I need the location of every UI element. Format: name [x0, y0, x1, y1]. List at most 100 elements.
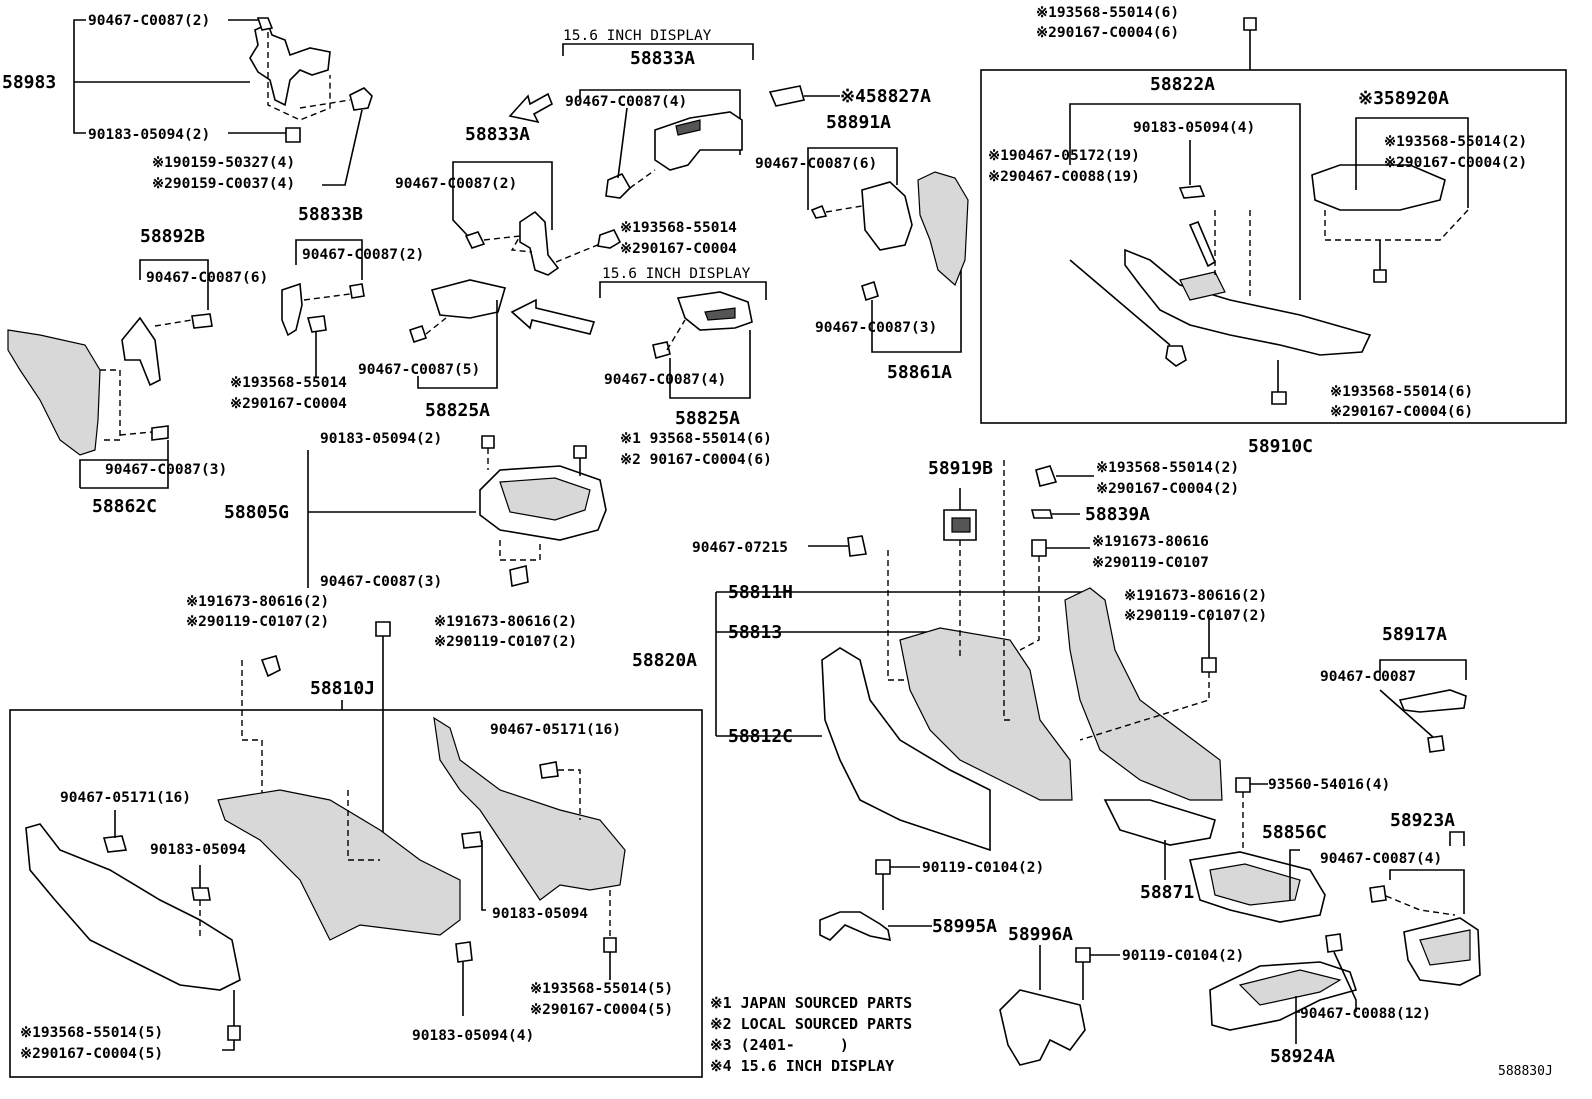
group-58917a	[1379, 659, 1467, 753]
label-58892b: 58892B	[140, 226, 205, 247]
label-90183-05094-b: 90183-05094	[492, 906, 588, 922]
label-93568-55014-5-a: ※193568-55014(5)	[530, 981, 673, 997]
label-58910c: 58910C	[1248, 436, 1313, 457]
label-90119-c0104-2-b: 90119-C0104(2)	[1122, 948, 1244, 964]
label-93568-55014-2-b: ※193568-55014(2)	[1096, 460, 1239, 476]
label-58833b: 58833B	[298, 204, 363, 225]
box-58810j	[9, 709, 703, 1078]
label-90467-c0087-3-c: 90467-C0087(3)	[320, 574, 442, 590]
group-58892b-58862c	[7, 259, 213, 489]
label-58920a: ※358920A	[1358, 88, 1449, 109]
label-58833a-mid: 58833A	[465, 124, 530, 145]
label-90467-05171-16-a: 90467-05171(16)	[490, 722, 621, 738]
diagram-id: 588830J	[1498, 1064, 1553, 1079]
label-90467-c0087-4-c: 90467-C0087(4)	[1320, 851, 1442, 867]
label-93568-55014-6-top: ※193568-55014(6)	[1036, 5, 1179, 21]
label-58825a-right: 58825A	[675, 408, 740, 429]
label-58805g: 58805G	[224, 502, 289, 523]
label-90183-05094-4-b: 90183-05094(4)	[412, 1028, 534, 1044]
label-93568-55014-5-b: ※193568-55014(5)	[20, 1025, 163, 1041]
label-90119-c0104-2-a: 90119-C0104(2)	[922, 860, 1044, 876]
label-90183-05094-a: 90183-05094	[150, 842, 246, 858]
label-90167-c0004-5-a: ※290167-C0004(5)	[530, 1002, 673, 1018]
note-date-range: ※3 (2401- )	[710, 1036, 849, 1054]
note-local-sourced: ※2 LOCAL SOURCED PARTS	[710, 1015, 912, 1033]
label-90467-c0087-3-a: 90467-C0087(3)	[815, 320, 937, 336]
label-90467-c0087: 90467-C0087	[1320, 669, 1416, 685]
label-93568-55014-mid: ※193568-55014	[620, 220, 737, 236]
label-90467-c0088-19: ※290467-C0088(19)	[988, 169, 1140, 185]
label-90183-05094-4-a: 90183-05094(4)	[1133, 120, 1255, 136]
label-90467-c0087-6-b: 90467-C0087(6)	[146, 270, 268, 286]
label-58833a-top: 58833A	[630, 48, 695, 69]
box-58910c	[980, 69, 1567, 424]
label-58827a: ※458827A	[840, 86, 931, 107]
label-93568-55014-6-b: ※193568-55014(6)	[1330, 384, 1473, 400]
direction-arrow-top	[508, 92, 554, 124]
group-58833a-top	[562, 43, 754, 199]
label-90167-c0004-2-a: ※290167-C0004(2)	[1384, 155, 1527, 171]
label-91673-80616-2-c: ※191673-80616(2)	[434, 614, 577, 630]
label-90167-c0004-6-a: ※2 90167-C0004(6)	[620, 452, 772, 468]
label-90119-c0107-2-b: ※290119-C0107(2)	[186, 614, 329, 630]
label-90467-07215: 90467-07215	[692, 540, 788, 556]
group-58923a	[1369, 831, 1481, 986]
label-58919b: 58919B	[928, 458, 993, 479]
label-90467-c0087-4-b: 90467-C0087(4)	[604, 372, 726, 388]
group-58891a	[807, 147, 969, 353]
label-90467-05171-16-b: 90467-05171(16)	[60, 790, 191, 806]
label-58996a: 58996A	[1008, 924, 1073, 945]
group-58805g	[307, 435, 607, 588]
label-90119-c0107-a: ※290119-C0107	[1092, 555, 1209, 571]
label-90467-c0087-3-b: 90467-C0087(3)	[105, 462, 227, 478]
label-90467-c0087-6-a: 90467-C0087(6)	[755, 156, 877, 172]
group-58825a-right	[599, 281, 767, 399]
label-58839a: 58839A	[1085, 504, 1150, 525]
note-japan-sourced: ※1 JAPAN SOURCED PARTS	[710, 994, 912, 1012]
label-90467-c0087-5: 90467-C0087(5)	[358, 362, 480, 378]
label-58825a-left: 58825A	[425, 400, 490, 421]
label-15-6-display-mid: 15.6 INCH DISPLAY	[602, 266, 751, 282]
label-58856c: 58856C	[1262, 822, 1327, 843]
label-58917a: 58917A	[1382, 624, 1447, 645]
label-15-6-display-top: 15.6 INCH DISPLAY	[563, 28, 712, 44]
label-93568-55014-6-a: ※1 93568-55014(6)	[620, 431, 772, 447]
label-90119-c0107-2-a: ※290119-C0107(2)	[1124, 608, 1267, 624]
label-58871: 58871	[1140, 882, 1194, 903]
label-90167-c0004-6-b: ※290167-C0004(6)	[1330, 404, 1473, 420]
label-93568-55014-b: ※193568-55014	[230, 375, 347, 391]
label-58861a: 58861A	[887, 362, 952, 383]
label-58995a: 58995A	[932, 916, 997, 937]
label-58924a: 58924A	[1270, 1046, 1335, 1067]
label-58813: 58813	[728, 622, 782, 643]
label-90183-05094-2: 90183-05094(2)	[88, 127, 210, 143]
label-91673-80616-a: ※191673-80616	[1092, 534, 1209, 550]
label-58862c: 58862C	[92, 496, 157, 517]
label-58810j: 58810J	[310, 678, 375, 699]
label-90467-c0087-2-c: 90467-C0087(2)	[302, 247, 424, 263]
labels: 58983 90467-C0087(2) 90183-05094(2) ※190…	[2, 5, 1527, 1067]
label-58822a: 58822A	[1150, 74, 1215, 95]
group-58825a-left	[408, 279, 507, 389]
label-58923a: 58923A	[1390, 810, 1455, 831]
label-90467-c0088-12: 90467-C0088(12)	[1300, 1006, 1431, 1022]
group-58820a	[715, 460, 1358, 1066]
label-90159-50327: ※190159-50327(4)	[152, 155, 295, 171]
label-90167-c0004-mid: ※290167-C0004	[620, 241, 737, 257]
direction-arrow-mid	[510, 298, 596, 335]
label-90467-c0087-4-top: 90467-C0087(4)	[565, 94, 687, 110]
label-58891a: 58891A	[826, 112, 891, 133]
group-58983	[73, 17, 373, 186]
label-90467-c0087-2: 90467-C0087(2)	[88, 13, 210, 29]
label-90167-c0004-2-b: ※290167-C0004(2)	[1096, 481, 1239, 497]
label-90167-c0004-5-b: ※290167-C0004(5)	[20, 1046, 163, 1062]
label-90159-c0037: ※290159-C0037(4)	[152, 176, 295, 192]
label-91673-80616-2-a: ※191673-80616(2)	[1124, 588, 1267, 604]
label-90167-c0004-b: ※290167-C0004	[230, 396, 347, 412]
group-58833b	[281, 239, 365, 378]
group-58827a	[768, 85, 840, 107]
label-90467-c0087-2-mid: 90467-C0087(2)	[395, 176, 517, 192]
label-91673-80616-2-b: ※191673-80616(2)	[186, 594, 329, 610]
label-90119-c0107-2-c: ※290119-C0107(2)	[434, 634, 577, 650]
label-93568-55014-2-a: ※193568-55014(2)	[1384, 134, 1527, 150]
